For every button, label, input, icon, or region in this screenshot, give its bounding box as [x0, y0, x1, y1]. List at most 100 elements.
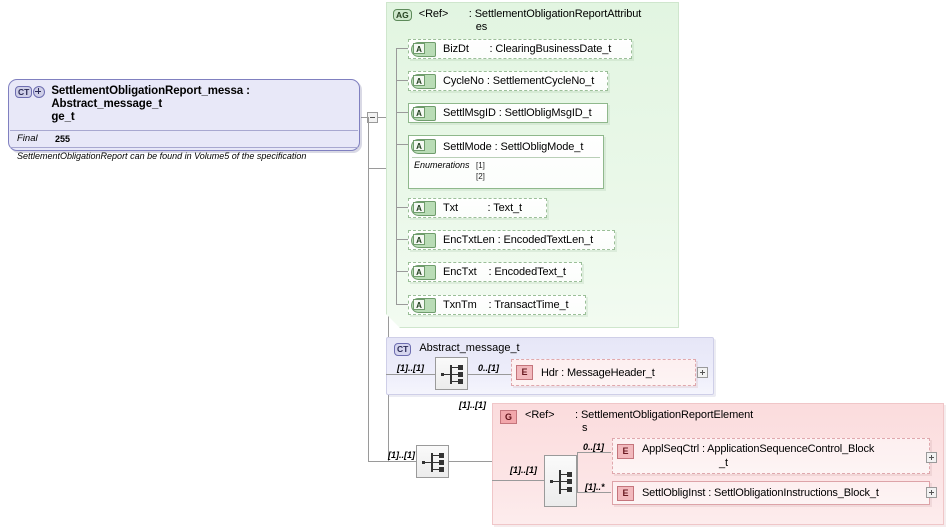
enumerations-label: Enumerations [414, 160, 470, 170]
connector-branch-group-vert [368, 168, 369, 461]
root-type-base: Abstract_message_t [51, 98, 163, 110]
base-type-name: Abstract_message_t [419, 342, 520, 354]
element-badge: E [617, 485, 634, 501]
connector-branch-group [368, 461, 418, 462]
attribute-node-txt[interactable]: A Txt : Text_t [408, 198, 547, 218]
attribute-label: BizDt : ClearingBusinessDate_t [443, 43, 612, 55]
root-type-divider-1 [10, 130, 358, 131]
element-group-badge: G [500, 410, 517, 424]
group-inner-occurs-label: [1]..[1] [510, 465, 537, 475]
attribute-group-name-wrap: es [475, 21, 488, 33]
facet-value: 255 [55, 134, 71, 144]
connector-attr-8 [396, 304, 410, 305]
attribute-node-enctxt[interactable]: A EncTxt : EncodedText_t [408, 262, 582, 282]
element-badge: E [617, 444, 634, 459]
complex-type-badge-group: CT [15, 86, 46, 98]
base-type-occurs-label: [1]..[1] [397, 363, 424, 373]
base-type-header: CT Abstract_message_t [387, 338, 713, 356]
attribute-label: SettlMsgID : SettlObligMsgID_t [443, 107, 592, 119]
attribute-node-cycleno[interactable]: A CycleNo : SettlementCycleNo_t [408, 71, 608, 91]
root-complex-type-box[interactable]: CT SettlementObligationReport_messa : Ab… [8, 79, 360, 161]
attribute-badge: A [413, 106, 425, 118]
attribute-badge: A [413, 201, 425, 213]
root-type-separator: : [246, 85, 250, 97]
root-type-facet-row: Final 255 [9, 131, 359, 147]
root-type-name-wrap: ge_t [51, 111, 75, 123]
enumeration-value-1: [1] [476, 161, 485, 170]
connector-attr-1 [396, 48, 410, 49]
attribute-label: TxnTm : TransactTime_t [443, 299, 569, 311]
attribute-group-title: <Ref>: SettlementObligationReportAttribu… [419, 8, 642, 34]
connector-attr-6 [396, 239, 410, 240]
attribute-icon: A [411, 264, 436, 280]
connector-basetype-in [386, 374, 436, 375]
attribute-badge: A [413, 42, 425, 54]
root-collapse-box[interactable] [367, 112, 378, 123]
connector-branch-ag [368, 168, 388, 169]
attribute-group-ref-label: <Ref> [418, 8, 449, 20]
attribute-label: SettlMode : SettlObligMode_t [443, 140, 584, 153]
root-type-header: CT SettlementObligationReport_messa : Ab… [9, 80, 359, 130]
plus-circle-icon[interactable] [33, 86, 46, 98]
attribute-node-bizdt[interactable]: A BizDt : ClearingBusinessDate_t [408, 39, 632, 59]
attribute-detail-divider [412, 157, 600, 158]
connector-group-in [492, 480, 545, 481]
group-outer-occurs-label: [1]..[1] [388, 450, 415, 460]
attribute-node-txntm[interactable]: A TxnTm : TransactTime_t [408, 295, 586, 315]
attribute-node-settlmode[interactable]: A SettlMode : SettlObligMode_t Enumerati… [408, 135, 604, 189]
connector-attr-7 [396, 271, 410, 272]
connector-attr-2 [396, 80, 410, 81]
attribute-badge: A [413, 140, 425, 151]
settlobliginst-occurs-label: [1]..* [585, 482, 605, 492]
applseqctrl-expand-box[interactable] [926, 452, 937, 463]
connector-attr-5 [396, 207, 410, 208]
element-node-settlobliginst[interactable]: E SettlObligInst : SettlObligationInstru… [612, 481, 930, 505]
group-inner-entry-occurs-label: [1]..[1] [459, 400, 486, 410]
attribute-group-badge: AG [393, 9, 412, 21]
attribute-node-settlmsgid[interactable]: A SettlMsgID : SettlObligMsgID_t [408, 103, 608, 123]
element-separator: : [701, 443, 705, 455]
attribute-group-header: AG <Ref>: SettlementObligationReportAttr… [387, 3, 678, 34]
attribute-label: CycleNo : SettlementCycleNo_t [443, 75, 595, 87]
complex-type-badge: CT [15, 86, 33, 98]
attribute-node-enctxtlen[interactable]: A EncTxtLen : EncodedTextLen_t [408, 230, 615, 250]
connector-group-branch-vert [577, 452, 578, 492]
hdr-expand-box[interactable] [697, 367, 708, 378]
element-type-line2: _t [719, 457, 728, 469]
element-type-line1: ApplicationSequenceControl_Block [707, 443, 875, 455]
sequence-icon-inner[interactable] [544, 455, 577, 507]
settlobliginst-expand-box[interactable] [926, 487, 937, 498]
enumerations-values: [1] [2] [476, 160, 485, 182]
root-type-name: SettlementObligationReport_messa [51, 85, 244, 97]
attribute-badge: A [413, 74, 425, 86]
complex-type-badge: CT [394, 343, 412, 356]
attribute-badge: A [413, 265, 425, 277]
sequence-icon[interactable] [435, 357, 468, 390]
hdr-occurs-label: 0..[1] [478, 363, 500, 373]
element-group-name-wrap: s [582, 422, 588, 434]
connector-attr-spine [396, 48, 397, 305]
element-group-name: SettlementObligationReportElement [580, 409, 754, 421]
element-node-hdr[interactable]: E Hdr : MessageHeader_t [511, 359, 696, 386]
root-type-divider-2 [10, 147, 358, 148]
connector-attr-4 [396, 144, 410, 145]
attribute-badge: A [413, 233, 425, 245]
element-group-header: G <Ref>: SettlementObligationReportEleme… [493, 404, 943, 435]
element-label: ApplSeqCtrl : ApplicationSequenceControl… [642, 442, 874, 470]
attribute-group-name: SettlementObligationReportAttribut [474, 8, 642, 20]
connector-group-to-settlobliginst [577, 492, 611, 493]
connector-basetype-to-hdr [468, 374, 512, 375]
sequence-icon-outer[interactable] [416, 445, 449, 478]
element-group-title: <Ref>: SettlementObligationReportElement… [525, 409, 753, 435]
element-group-separator: : [575, 409, 578, 421]
element-name: ApplSeqCtrl [642, 443, 700, 455]
connector-root-to-trunk [378, 117, 388, 118]
attribute-icon: A [411, 232, 436, 248]
connector-root-stub [361, 117, 368, 118]
applseqctrl-occurs-label: 0..[1] [583, 442, 605, 452]
element-node-applseqctrl[interactable]: E ApplSeqCtrl : ApplicationSequenceContr… [612, 438, 930, 474]
connector-branch-ag-vert [368, 117, 369, 168]
attribute-group-separator: : [468, 8, 472, 20]
connector-group-to-applseqctrl [577, 452, 611, 453]
